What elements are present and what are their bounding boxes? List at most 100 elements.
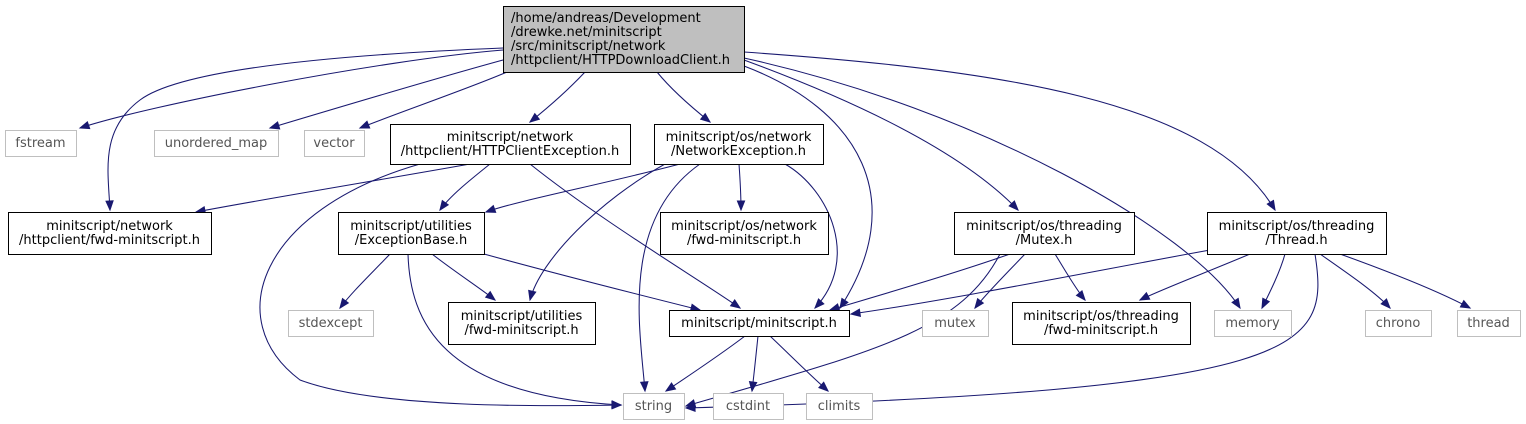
edge-line xyxy=(743,59,1019,211)
arrowhead-icon xyxy=(699,112,712,123)
edge-minitscript_h-to-climits xyxy=(769,335,829,392)
node-label-line: minitscript/utilities xyxy=(461,309,583,324)
edge-line xyxy=(195,163,471,213)
node-exceptionbase[interactable]: minitscript/utilities/ExceptionBase.h xyxy=(338,212,485,255)
node-label-line: memory xyxy=(1225,316,1280,331)
node-box xyxy=(304,130,365,157)
edge-exceptionbase-to-string xyxy=(407,253,623,409)
edge-line xyxy=(407,253,622,406)
node-label-line: thread xyxy=(1467,316,1510,331)
arrowhead-icon xyxy=(814,298,825,309)
arrowhead-icon xyxy=(268,121,281,130)
edge-mutex_h-to-threading_fwd xyxy=(1054,253,1086,302)
node-label-line: minitscript/network xyxy=(46,219,173,234)
node-label-line: string xyxy=(635,399,672,414)
node-cstdint: cstdint xyxy=(713,393,784,420)
node-fstream: fstream xyxy=(5,130,77,157)
node-box xyxy=(338,212,485,255)
node-box xyxy=(1207,212,1387,255)
edge-line xyxy=(829,253,1011,311)
arrowhead-icon xyxy=(358,120,371,129)
arrowhead-icon xyxy=(105,200,114,212)
edge-line xyxy=(359,71,508,129)
edge-main-to-networkexception xyxy=(656,71,712,123)
node-box xyxy=(1457,310,1521,337)
node-utilities_fwd[interactable]: minitscript/utilities/fwd-minitscript.h xyxy=(448,302,596,345)
node-box xyxy=(806,393,873,420)
arrowhead-icon xyxy=(664,382,677,392)
edge-main-to-httpclient_fwd xyxy=(105,47,504,212)
edge-line xyxy=(529,163,666,301)
node-mutex_h[interactable]: minitscript/os/threading/Mutex.h xyxy=(954,212,1135,255)
arrowhead-icon xyxy=(974,297,985,310)
node-label-line: /src/minitscript/network xyxy=(511,39,666,54)
edge-line xyxy=(1139,253,1251,301)
edge-main-to-vector xyxy=(358,71,508,129)
node-label-line: minitscript/os/threading xyxy=(1219,219,1375,234)
node-label-line: /fwd-minitscript.h xyxy=(687,233,801,248)
node-chrono: chrono xyxy=(1365,310,1432,337)
edge-httpclientexception-to-httpclient_fwd xyxy=(194,163,471,215)
node-label-line: /Thread.h xyxy=(1265,233,1327,248)
edge-line xyxy=(439,163,491,211)
node-label-line: minitscript/utilities xyxy=(350,219,472,234)
node-label-line: /httpclient/HTTPDownloadClient.h xyxy=(511,53,730,68)
edge-main-to-thread_h xyxy=(743,51,1276,212)
arrowhead-icon xyxy=(818,381,829,392)
edge-line xyxy=(656,71,711,123)
edge-line xyxy=(1339,253,1471,309)
node-httpclientexception[interactable]: minitscript/network/httpclient/HTTPClien… xyxy=(390,124,631,165)
node-httpclient_fwd[interactable]: minitscript/network/httpclient/fwd-minit… xyxy=(8,212,212,255)
node-box xyxy=(1214,310,1292,337)
arrowhead-icon xyxy=(684,403,696,413)
node-box xyxy=(154,130,279,157)
edge-line xyxy=(743,65,873,309)
edge-line xyxy=(485,163,681,213)
edge-layer xyxy=(78,47,1472,413)
node-label-line: /NetworkException.h xyxy=(671,144,806,159)
edge-main-to-unordered_map xyxy=(268,59,504,130)
node-vector: vector xyxy=(304,130,365,157)
edge-httpclientexception-to-exceptionbase xyxy=(439,163,491,212)
node-label-line: fstream xyxy=(15,136,65,151)
edge-line xyxy=(79,49,504,129)
node-label-line: /drewke.net/minitscript xyxy=(511,25,662,40)
node-main[interactable]: /home/andreas/Development/drewke.net/min… xyxy=(503,6,745,73)
node-label-line: unordered_map xyxy=(165,136,268,151)
node-box xyxy=(288,310,374,337)
node-box xyxy=(1365,310,1432,337)
edge-line xyxy=(685,253,1001,407)
node-networkexception[interactable]: minitscript/os/network/NetworkException.… xyxy=(654,124,824,165)
edge-mutex_h-to-mutex xyxy=(974,253,1026,310)
node-unordered_map: unordered_map xyxy=(154,130,279,157)
node-label-line: /home/andreas/Development xyxy=(511,11,701,26)
arrowhead-icon xyxy=(528,112,541,123)
arrowhead-icon xyxy=(484,290,497,301)
node-minitscript_h[interactable]: minitscript/minitscript.h xyxy=(669,310,850,337)
node-label-line: minitscript/network xyxy=(447,130,574,145)
node-osnetwork_fwd[interactable]: minitscript/os/network/fwd-minitscript.h xyxy=(660,212,829,255)
arrowhead-icon xyxy=(729,299,742,309)
edge-exceptionbase-to-stdexcept xyxy=(339,253,391,310)
edge-line xyxy=(638,163,701,392)
node-threading_fwd[interactable]: minitscript/os/threading/fwd-minitscript… xyxy=(1012,302,1191,345)
arrowhead-icon xyxy=(528,289,537,302)
edge-exceptionbase-to-utilities_fwd xyxy=(431,253,497,301)
edge-networkexception-to-utilities_fwd xyxy=(528,163,666,302)
edge-line xyxy=(665,335,746,392)
edge-line xyxy=(850,249,1211,315)
arrowhead-icon xyxy=(78,120,91,130)
node-label-line: mutex xyxy=(934,316,976,331)
edge-networkexception-to-string xyxy=(638,163,701,393)
edge-main-to-fstream xyxy=(78,49,504,130)
node-box xyxy=(503,6,745,73)
arrowhead-icon xyxy=(1075,289,1086,302)
node-label-line: minitscript/minitscript.h xyxy=(681,316,837,331)
edge-thread_h-to-threading_fwd xyxy=(1138,253,1251,301)
node-thread_h[interactable]: minitscript/os/threading/Thread.h xyxy=(1207,212,1387,255)
edge-line xyxy=(431,253,496,301)
edge-line xyxy=(769,335,829,392)
edge-networkexception-to-exceptionbase xyxy=(484,163,681,213)
node-stdexcept: stdexcept xyxy=(288,310,374,337)
edge-line xyxy=(483,253,701,311)
